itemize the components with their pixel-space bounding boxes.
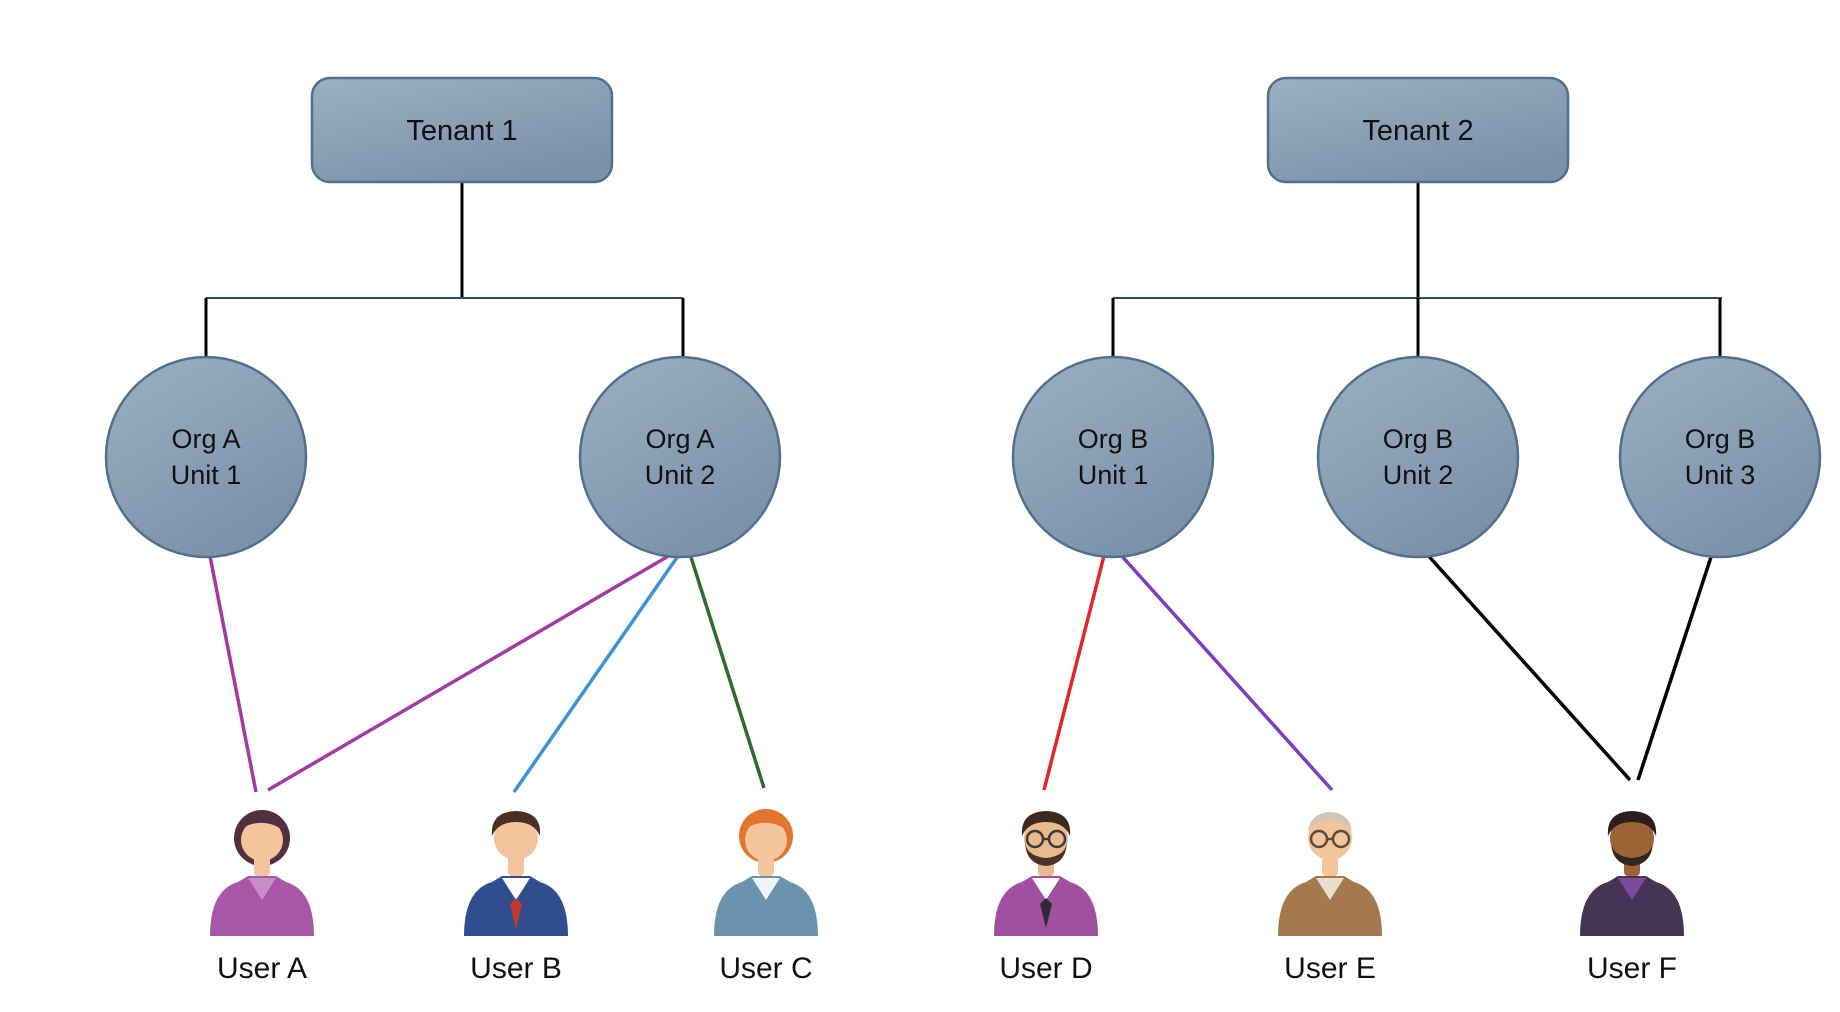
org-b-unit-2-label-line2: Unit 2 — [1383, 460, 1454, 490]
org-b-unit-3-node: Org B Unit 3 — [1618, 355, 1822, 559]
user-a-label: User A — [217, 952, 307, 985]
avatar-beard — [1025, 840, 1067, 866]
avatar-neck — [1322, 856, 1338, 876]
avatar-hair-fringe — [742, 812, 790, 834]
avatar-shirt — [1316, 878, 1344, 900]
org-b-unit-3-label-line1: Org B — [1685, 424, 1756, 454]
avatar-face — [745, 819, 787, 861]
avatar-torso — [1278, 876, 1382, 936]
org-b-unit-3-circle — [1618, 355, 1822, 559]
avatar-neck — [254, 856, 270, 876]
avatar-torso — [714, 876, 818, 936]
tenant2-tree-connectors — [1111, 182, 1722, 356]
user-d-label: User D — [999, 952, 1092, 985]
org-a-unit-1-circle — [104, 355, 308, 559]
org-b-unit-1-circle — [1011, 355, 1215, 559]
org-a-unit-2-node: Org A Unit 2 — [578, 355, 782, 559]
edge-orgA-unit1-userA — [208, 555, 258, 793]
tenant1-node: Tenant 1 — [310, 76, 614, 184]
avatar-face — [494, 816, 538, 860]
avatar-hair — [491, 811, 541, 836]
edge-orgA-unit2-userC — [688, 553, 766, 789]
user-f-avatar — [1580, 811, 1684, 936]
tenant2-node: Tenant 2 — [1266, 76, 1570, 184]
avatar-hair-fringe — [238, 812, 286, 834]
org-a-unit-1-label-line1: Org A — [171, 424, 240, 454]
user-c-avatar — [714, 809, 818, 936]
user-d-avatar — [994, 811, 1098, 936]
tenant2-label: Tenant 2 — [1362, 115, 1473, 147]
org-b-unit-2-circle — [1316, 355, 1520, 559]
tenant1-box — [310, 76, 614, 184]
avatar-face — [241, 819, 283, 861]
tenant1-tree-connectors — [204, 182, 685, 356]
avatar-hair — [1607, 811, 1657, 836]
avatar-shirt — [1618, 878, 1646, 900]
avatar-face — [1610, 816, 1654, 860]
user-b-avatar — [464, 811, 568, 936]
avatar-glasses — [1309, 829, 1351, 849]
tenant2-box — [1266, 76, 1570, 184]
avatar-neck — [758, 856, 774, 876]
avatar-shirt — [248, 878, 276, 900]
org-b-unit-2-label-line1: Org B — [1383, 424, 1454, 454]
org-b-unit-3-label-line2: Unit 3 — [1685, 460, 1756, 490]
user-c-label: User C — [719, 952, 812, 985]
user-e-label: User E — [1284, 952, 1376, 985]
avatar-hair — [1308, 812, 1352, 832]
avatar-shirt — [502, 878, 530, 900]
org-b-unit-1-node: Org B Unit 1 — [1011, 355, 1215, 559]
edge-orgB-unit1-userD — [1042, 551, 1107, 791]
user-e-avatar — [1278, 812, 1382, 936]
org-a-unit-1-node: Org A Unit 1 — [104, 355, 308, 559]
tenant1-label: Tenant 1 — [406, 115, 517, 147]
avatar-tie — [1040, 898, 1052, 928]
org-a-unit-2-label-line2: Unit 2 — [645, 460, 716, 490]
user-a-avatar — [210, 810, 314, 936]
org-b-unit-1-label-line2: Unit 1 — [1078, 460, 1149, 490]
avatar-hair — [1021, 811, 1071, 836]
avatar-torso — [1580, 876, 1684, 936]
avatar-glasses — [1025, 829, 1067, 849]
edge-orgB-unit2-userF — [1423, 550, 1632, 782]
avatar-neck — [508, 856, 524, 876]
edge-orgA-unit2-userA — [267, 552, 673, 792]
org-a-unit-2-label-line1: Org A — [645, 424, 714, 454]
avatar-torso — [210, 876, 314, 936]
avatar-tie — [510, 898, 522, 930]
org-a-unit-1-label-line2: Unit 1 — [171, 460, 242, 490]
user-f-label: User F — [1587, 952, 1677, 985]
org-b-unit-1-label-line1: Org B — [1078, 424, 1149, 454]
edge-orgB-unit1-userE — [1118, 552, 1334, 792]
avatar-beard — [1611, 840, 1653, 866]
user-b-label: User B — [470, 952, 562, 985]
edge-orgA-unit2-userB — [512, 555, 680, 793]
avatar-shirt — [752, 878, 780, 900]
avatar-shirt — [1032, 878, 1060, 900]
org-b-unit-2-node: Org B Unit 2 — [1316, 355, 1520, 559]
edge-orgB-unit3-userF — [1636, 553, 1714, 781]
org-a-unit-2-circle — [578, 355, 782, 559]
assignment-edges — [208, 550, 1714, 793]
